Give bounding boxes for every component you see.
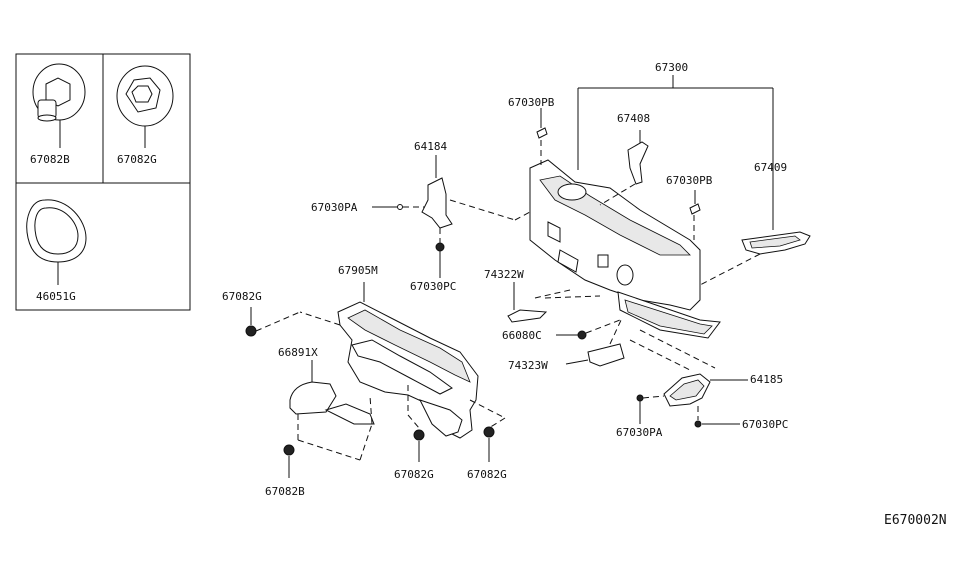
callout-66080c: 66080C [502, 329, 542, 342]
callout-67030pa-right: 67030PA [616, 426, 663, 439]
nut-67082b-bottom [283, 444, 295, 456]
callout-67300: 67300 [655, 61, 688, 74]
nut-67082g-bottom-mid [413, 429, 425, 441]
nut-66080c [577, 330, 587, 340]
callout-67082g-bottom-mid: 67082G [394, 468, 434, 481]
clip-67030pb-top [536, 127, 548, 139]
bracket-74322w [507, 309, 548, 323]
bracket-64184 [421, 177, 453, 229]
callout-67030pb-right: 67030PB [666, 174, 713, 187]
bracket-67408 [627, 141, 649, 185]
callout-67409: 67409 [754, 161, 787, 174]
callout-67905m: 67905M [338, 264, 378, 277]
callout-67030pc-right: 67030PC [742, 418, 788, 431]
callout-64185: 64185 [750, 373, 783, 386]
lower-assembly [245, 282, 748, 478]
callout-67030pc-left: 67030PC [410, 280, 456, 293]
callout-67030pa-left: 67030PA [311, 201, 358, 214]
flanged-hex-nut-icon [116, 65, 174, 148]
diagram-code: E670002N [884, 513, 947, 528]
dash-panel-assembly [529, 75, 811, 339]
callout-67082b-bottom: 67082B [265, 485, 305, 498]
grommet-ring-icon [26, 199, 87, 285]
insulator-66891x [289, 381, 337, 415]
nut-67082g-left [245, 325, 257, 337]
flange-nut-icon [32, 63, 86, 148]
nut-67082g-bottom-right [483, 426, 495, 438]
legend-label-46051g: 46051G [36, 290, 76, 303]
clip-67030pb-right [689, 203, 701, 215]
callout-67082g-left: 67082G [222, 290, 262, 303]
bracket-64184-group [372, 155, 531, 278]
callout-64184: 64184 [414, 140, 447, 153]
callout-67030pb-top: 67030PB [508, 96, 555, 109]
legend-label-67082g: 67082G [117, 153, 157, 166]
callout-67408: 67408 [617, 112, 650, 125]
legend-box: 67082B 67082G 46051G [15, 53, 191, 311]
callout-67082g-bottom-right: 67082G [467, 468, 507, 481]
callout-74322w: 74322W [484, 268, 524, 281]
callout-66891x: 66891X [278, 346, 318, 359]
callout-74323w: 74323W [508, 359, 548, 372]
legend-label-67082b: 67082B [30, 153, 70, 166]
bracket-74323w [587, 343, 625, 367]
